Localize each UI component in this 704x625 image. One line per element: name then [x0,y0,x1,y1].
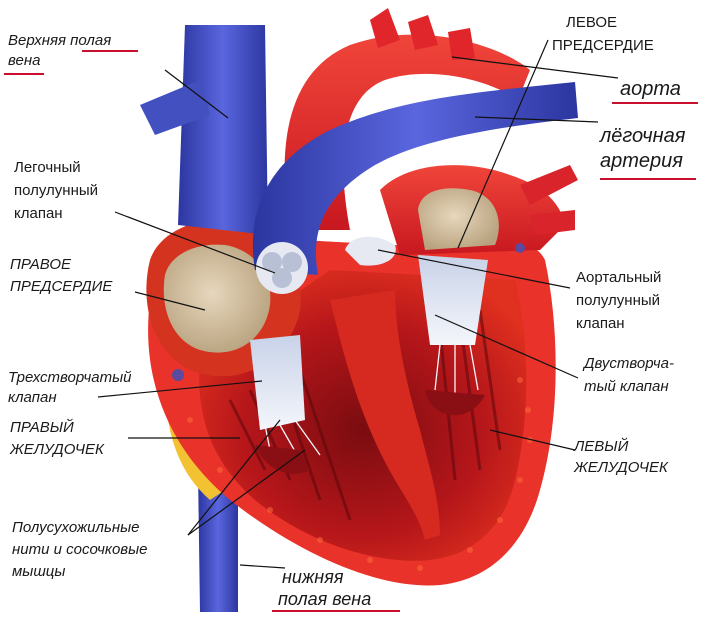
underline-pulmonary-artery [600,178,696,180]
leader-lines [97,39,619,569]
label-right-atrium-2: ПРЕДСЕРДИЕ [10,278,113,295]
label-left-atrium-1: ЛЕВОЕ [566,14,618,31]
superior-vena-cava-shape [178,25,268,235]
label-pulmonary-valve-1: Легочный [14,159,81,176]
aorta-shape [284,34,530,231]
label-inferior-vena-cava-1: нижняя [282,567,344,587]
label-left-ventricle-1: ЛЕВЫЙ [574,438,629,455]
underline-ivc [272,610,400,612]
underline-svc-1 [82,50,138,52]
label-aortic-valve-1: Аортальный [576,269,662,286]
interventricular-septum [330,290,440,540]
label-left-ventricle-2: ЖЕЛУДОЧЕК [574,459,668,476]
pulmonary-valve-shape [256,242,308,294]
pulmonary-artery-shape [252,82,578,275]
label-left-atrium-2: ПРЕДСЕРДИЕ [552,37,654,54]
label-right-atrium-1: ПРАВОЕ [10,256,72,273]
label-superior-vena-cava-1: Верхняя полая [8,32,112,49]
label-mitral-valve-2: тый клапан [584,378,669,395]
chordae-tendineae [264,344,479,461]
label-tricuspid-valve-2: клапан [8,389,57,406]
label-chordae-1: Полусухожильные [12,519,140,536]
mitral-valve-shape [418,255,488,345]
label-tricuspid-valve-1: Трехстворчатый [8,369,132,386]
label-superior-vena-cava-2: вена [8,52,41,69]
tricuspid-valve-shape [250,335,305,430]
label-pulmonary-artery-2: артерия [600,150,683,172]
label-right-ventricle-1: ПРАВЫЙ [10,419,74,436]
label-chordae-3: мышцы [12,563,66,580]
label-aortic-valve-3: клапан [576,315,625,332]
underline-svc-2 [4,73,44,75]
aortic-valve-shape [345,236,396,266]
label-chordae-2: нити и сосочковые [12,541,148,558]
label-pulmonary-valve-3: клапан [14,205,63,222]
label-mitral-valve-1: Двустворча- [584,355,674,372]
label-inferior-vena-cava-2: полая вена [278,589,372,609]
label-aortic-valve-2: полулунный [576,292,661,309]
label-aorta: аорта [620,78,681,100]
underline-aorta [612,102,698,104]
label-pulmonary-artery-1: лёгочная [600,125,686,147]
label-right-ventricle-2: ЖЕЛУДОЧЕК [10,441,104,458]
label-pulmonary-valve-2: полулунный [14,182,99,199]
